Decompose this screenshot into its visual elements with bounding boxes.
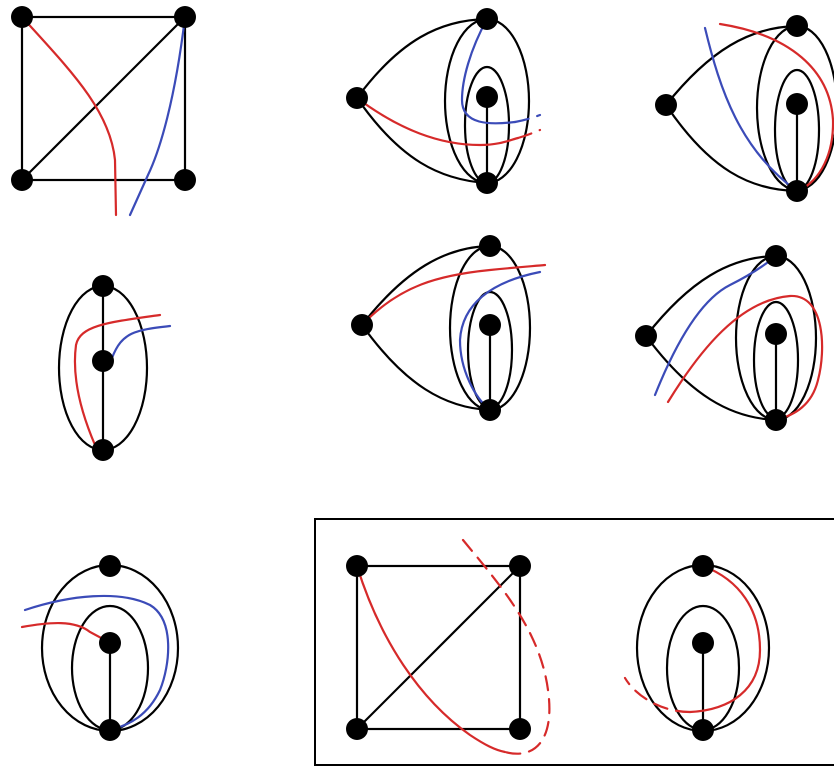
outer-edge-bottom xyxy=(360,323,492,412)
vertex xyxy=(99,632,121,654)
vertex xyxy=(655,94,677,116)
vertex xyxy=(479,235,501,257)
outer-edge-top xyxy=(355,17,489,100)
blue-curve xyxy=(128,15,187,217)
vertex xyxy=(174,6,196,28)
blue-curve xyxy=(460,17,517,125)
vertex xyxy=(479,399,501,421)
diagonal-edge xyxy=(355,564,522,731)
diagonal-edge xyxy=(20,15,187,182)
figure-square-with-diagonal xyxy=(11,6,196,217)
red-curve xyxy=(360,263,547,327)
vertex xyxy=(346,555,368,577)
vertex xyxy=(99,555,121,577)
red-curve xyxy=(73,313,162,447)
figure-single-oval xyxy=(57,275,172,461)
outer-edge-top xyxy=(644,254,778,338)
vertex xyxy=(692,632,714,654)
vertex xyxy=(509,555,531,577)
vertex xyxy=(692,555,714,577)
outer-edge-bottom xyxy=(355,96,489,185)
panel-frame xyxy=(314,518,834,766)
blue-curve xyxy=(653,254,778,397)
vertex xyxy=(786,180,808,202)
red-curve xyxy=(688,564,762,714)
vertex xyxy=(765,323,787,345)
red-curve xyxy=(355,564,507,754)
red-curve xyxy=(666,294,824,422)
vertex xyxy=(351,314,373,336)
vertex xyxy=(92,350,114,372)
vertex xyxy=(479,314,501,336)
vertex xyxy=(99,719,121,741)
vertex xyxy=(692,719,714,741)
vertex xyxy=(92,439,114,461)
vertex xyxy=(174,169,196,191)
red-curve-dashed xyxy=(516,128,542,140)
vertex xyxy=(476,8,498,30)
boxed-panel xyxy=(314,518,834,766)
outer-edge-top xyxy=(664,24,799,107)
figure-boxed-ovals xyxy=(623,555,771,741)
red-curve xyxy=(355,96,520,147)
red-curve-dashed xyxy=(623,676,692,714)
blue-curve-dashed xyxy=(513,113,542,124)
blue-curve xyxy=(458,270,542,412)
red-curve xyxy=(718,22,834,193)
outer-edge-bottom xyxy=(644,334,778,422)
figure-boxed-square xyxy=(346,538,551,755)
square-edges xyxy=(20,15,187,182)
vertex xyxy=(346,87,368,109)
blue-curve xyxy=(110,324,172,360)
figure-nested-ovals-4 xyxy=(635,245,824,431)
outer-edge-bottom xyxy=(664,103,799,193)
vertex xyxy=(346,718,368,740)
vertex xyxy=(786,93,808,115)
vertex xyxy=(476,172,498,194)
blue-curve xyxy=(23,594,170,732)
outer-edge-top xyxy=(360,244,492,327)
vertex xyxy=(635,325,657,347)
red-curve-dashed xyxy=(461,538,551,755)
vertex xyxy=(786,15,808,37)
figure-nested-ovals-3 xyxy=(351,235,547,421)
vertex xyxy=(11,6,33,28)
vertex xyxy=(509,718,531,740)
figure-three-vertex-ovals xyxy=(20,555,180,741)
blue-curve xyxy=(703,26,799,193)
vertex xyxy=(92,275,114,297)
red-curve xyxy=(20,621,107,642)
figure-nested-ovals-1 xyxy=(346,8,542,194)
vertex xyxy=(765,409,787,431)
vertex xyxy=(476,86,498,108)
square-edges xyxy=(355,564,522,731)
figure-nested-ovals-2 xyxy=(655,15,834,202)
vertex xyxy=(11,169,33,191)
vertex xyxy=(765,245,787,267)
red-curve xyxy=(20,15,118,217)
